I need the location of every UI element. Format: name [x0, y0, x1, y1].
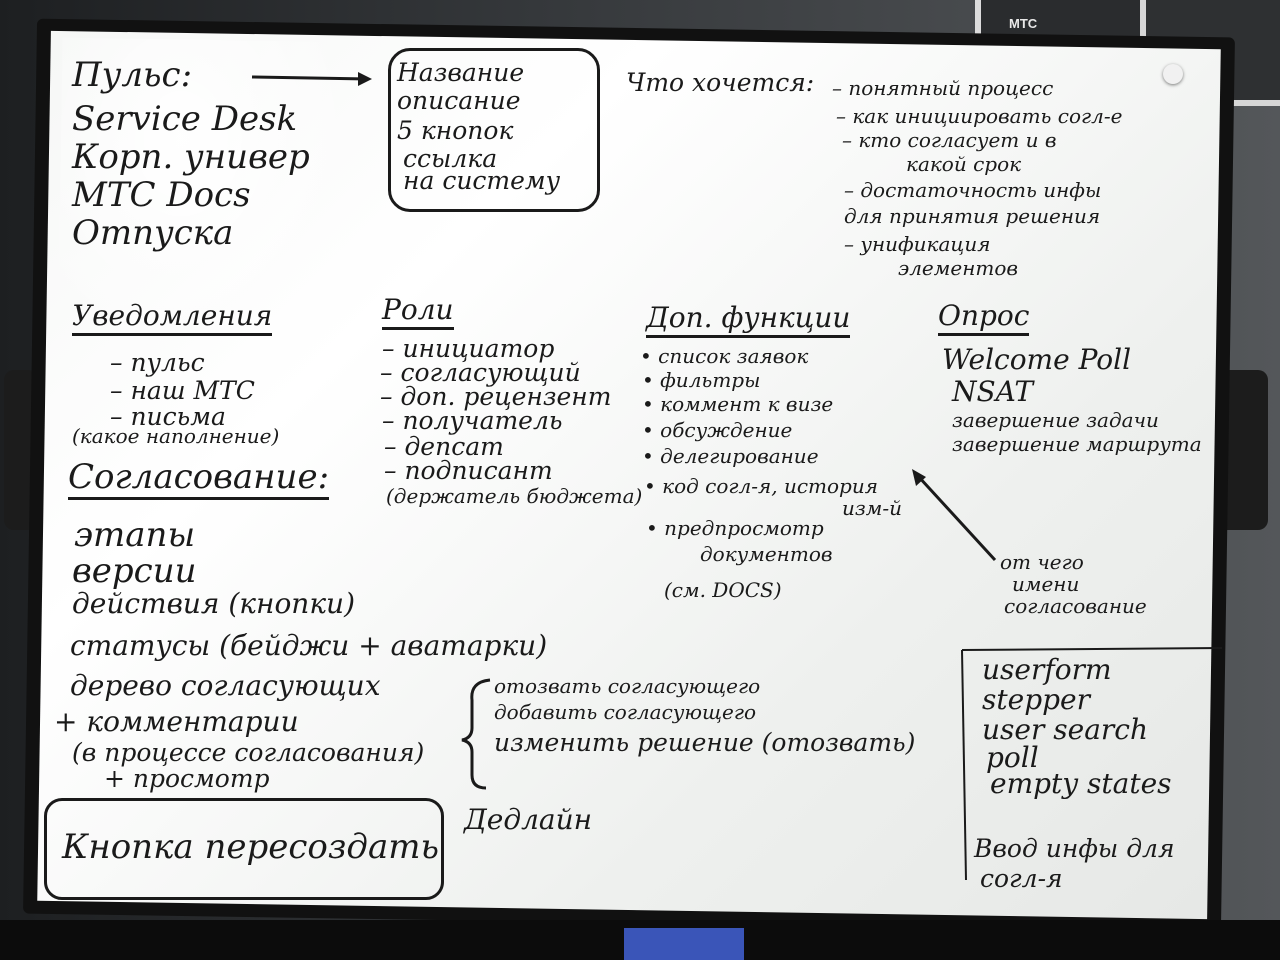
approval-title: Согласование:: [68, 460, 330, 500]
puls-box-line: описание: [397, 86, 521, 115]
puls-box-line: Название: [397, 58, 525, 87]
recreate-button-label: Кнопка пересоздать: [62, 827, 439, 867]
puls-item: МТС Docs: [72, 175, 251, 215]
tree-action-item: отозвать согласующего: [494, 674, 761, 698]
components-footer: согл-я: [980, 864, 1063, 893]
extra-functions-item: • делегирование: [642, 444, 819, 468]
approval-item: действия (кнопки): [72, 587, 356, 620]
poll-item: завершение маршрута: [952, 432, 1202, 456]
magnet: [1163, 64, 1183, 84]
arrow-note-line: от чего: [1000, 550, 1084, 574]
component-item: stepper: [982, 683, 1090, 716]
extra-functions-item: • список заявок: [640, 344, 809, 368]
roles-item: – получатель: [382, 406, 563, 435]
extra-functions-item: • предпросмотр: [646, 516, 824, 540]
arrow-to-box-head: [358, 72, 372, 86]
roles-item: – согласующий: [380, 358, 581, 387]
roles-item: – инициатор: [382, 334, 555, 363]
wishes-item: – достаточность инфы: [844, 178, 1102, 202]
notifications-item: – письма: [110, 402, 226, 431]
puls-item: Корп. универ: [72, 137, 310, 177]
approval-item: версии: [72, 551, 197, 591]
extra-functions-item: изм-й: [842, 496, 903, 520]
puls-title: Пульс:: [72, 55, 193, 95]
extra-functions-title: Доп. функции: [646, 304, 851, 338]
recreate-button-box: [44, 798, 444, 900]
approval-item: этапы: [74, 515, 196, 555]
approval-item: статусы (бейджи + аватарки): [70, 629, 548, 662]
puls-item: Service Desk: [72, 99, 298, 139]
wishes-title: Что хочется:: [626, 68, 815, 97]
deadline-label: Дедлайн: [464, 803, 593, 836]
extra-functions-item: • коммент к визе: [642, 392, 834, 416]
extra-functions-item: (см. DOCS): [664, 578, 782, 602]
extra-functions-item: • фильтры: [642, 368, 761, 392]
tree-action-item: изменить решение (отозвать): [494, 728, 916, 757]
wishes-item: элементов: [898, 256, 1019, 280]
wishes-item: – понятный процесс: [832, 76, 1054, 100]
poll-item: NSAT: [952, 375, 1034, 408]
puls-box: [388, 48, 600, 212]
notifications-item: – пульс: [110, 348, 205, 377]
components-top-line: [961, 647, 1223, 651]
wishes-item: для принятия решения: [844, 204, 1101, 228]
roles-item: (держатель бюджета): [386, 484, 643, 508]
extra-functions-item: • код согл-я, история: [644, 474, 878, 498]
components-left-line: [961, 649, 967, 881]
wishes-item: – как инициировать согл-е: [836, 104, 1123, 128]
approval-item: + просмотр: [104, 764, 270, 793]
curly-brace: [461, 678, 491, 790]
puls-box-line: 5 кнопок: [397, 116, 514, 145]
component-item: user search: [982, 713, 1148, 746]
puls-box-line: на систему: [403, 166, 561, 195]
extra-functions-item: • обсуждение: [642, 418, 793, 442]
poll-item: Welcome Poll: [942, 343, 1132, 376]
approval-item: (в процессе согласования): [72, 738, 425, 767]
roles-title: Роли: [382, 296, 454, 330]
components-footer: Ввод инфы для: [974, 834, 1175, 863]
notifications-item: – наш МТС: [110, 376, 255, 405]
roles-item: – подписант: [384, 456, 553, 485]
puls-item: Отпуска: [72, 213, 234, 253]
tree-action-item: добавить согласующего: [494, 700, 757, 724]
arrow-note-line: согласование: [1004, 594, 1147, 618]
poll-item: завершение задачи: [952, 408, 1159, 432]
component-item: poll: [986, 741, 1039, 774]
roles-item: – доп. рецензент: [380, 382, 612, 411]
approval-item: дерево согласующих: [70, 669, 381, 702]
notifications-item: (какое наполнение): [72, 424, 280, 448]
arrow-to-functions-line: [916, 474, 997, 562]
component-item: userform: [982, 653, 1112, 686]
arrow-to-box-line: [251, 75, 369, 81]
roles-item: – депсат: [384, 432, 504, 461]
wishes-item: – унификация: [844, 232, 991, 256]
wishes-item: какой срок: [906, 152, 1022, 176]
component-item: empty states: [990, 767, 1172, 800]
notifications-title: Уведомления: [72, 302, 273, 336]
blue-object: [624, 928, 744, 960]
arrow-to-functions-head: [912, 469, 926, 486]
wishes-item: – кто согласует и в: [842, 128, 1057, 152]
poll-title: Опрос: [938, 302, 1030, 336]
approval-item: + комментарии: [54, 705, 299, 738]
extra-functions-item: документов: [700, 542, 833, 566]
puls-box-line: ссылка: [403, 144, 498, 173]
arrow-note-line: имени: [1012, 572, 1080, 596]
poster-brand: МТС: [1009, 16, 1038, 31]
